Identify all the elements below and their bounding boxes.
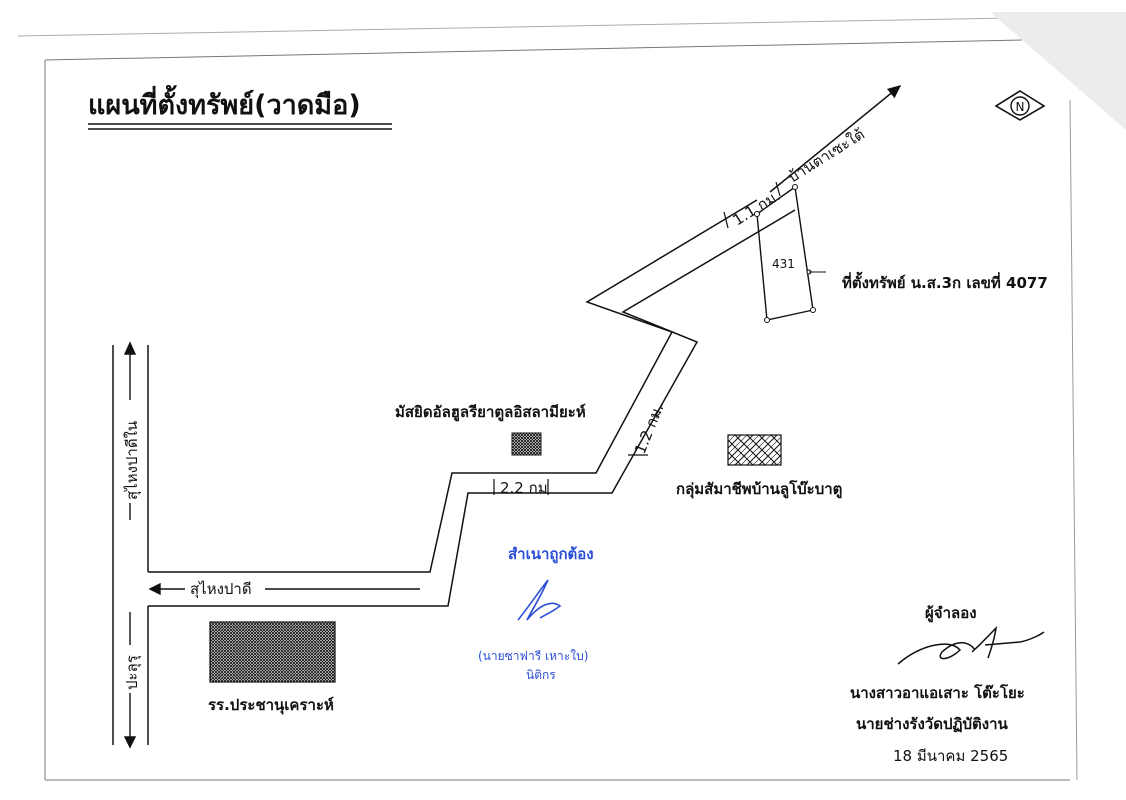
north-label: N xyxy=(1016,100,1025,114)
mosque-symbol xyxy=(511,432,542,456)
certifier-position: นิติกร xyxy=(526,668,556,682)
road-network xyxy=(112,85,902,745)
distance-markers xyxy=(493,181,781,495)
cooperative-label: กลุ่มสัมาชีพบ้านลูโบ๊ะบาตู xyxy=(676,479,842,499)
ban-ta-se-tai-label: บ้านตาเซะใต้ xyxy=(785,125,868,186)
certified-copy-stamp: สำเนาถูกต้อง xyxy=(508,545,594,564)
dist-2-2-label: 2.2 กม xyxy=(500,479,548,497)
road-arrows xyxy=(123,341,420,749)
cooperative-symbol xyxy=(727,434,782,466)
school-label: รร.ประชานุเคราะห์ xyxy=(208,696,334,715)
signatory-date: 18 มีนาคม 2565 xyxy=(893,747,1008,765)
parcel-caption: ที่ตั้งทรัพย์ น.ส.3ก เลขที่ 4077 xyxy=(842,271,1048,292)
su-ngai-padi-nai-label: สุไหงปาดีใน xyxy=(123,421,142,500)
pa-luru-label: ปะลุรุ xyxy=(123,655,142,690)
frame-top-outer xyxy=(17,17,1011,37)
certifier-signature xyxy=(517,579,562,621)
mosque-label: มัสยิดอัลฮูลรียาตูลอิสลามียะห์ xyxy=(395,403,586,422)
signatory-heading: ผู้จำลอง xyxy=(925,604,977,623)
map-title: แผนที่ตั้งทรัพย์(วาดมือ) xyxy=(88,84,361,121)
certifier-name: (นายซาฟารี เหาะใบ) xyxy=(478,649,588,663)
parcel-number: 431 xyxy=(772,257,795,271)
dist-1-1-label: 1.1 กม. xyxy=(730,186,784,229)
frame-right xyxy=(1069,99,1078,781)
school-symbol xyxy=(209,621,336,683)
signatory-position: นายช่างรังวัดปฏิบัติงาน xyxy=(856,715,1009,733)
signatory-name: นางสาวอาแอเสาะ โต๊ะโยะ xyxy=(850,683,1025,702)
north-arrow-icon: N xyxy=(994,90,1046,121)
signatory-signature xyxy=(897,625,1045,665)
page-curl xyxy=(990,12,1126,130)
dist-1-2-label: 1.2 กม. xyxy=(631,401,667,456)
frame-top xyxy=(44,39,1023,61)
su-ngai-padi-label: สุไหงปาดี xyxy=(190,580,252,599)
parcel-431 xyxy=(754,184,826,323)
